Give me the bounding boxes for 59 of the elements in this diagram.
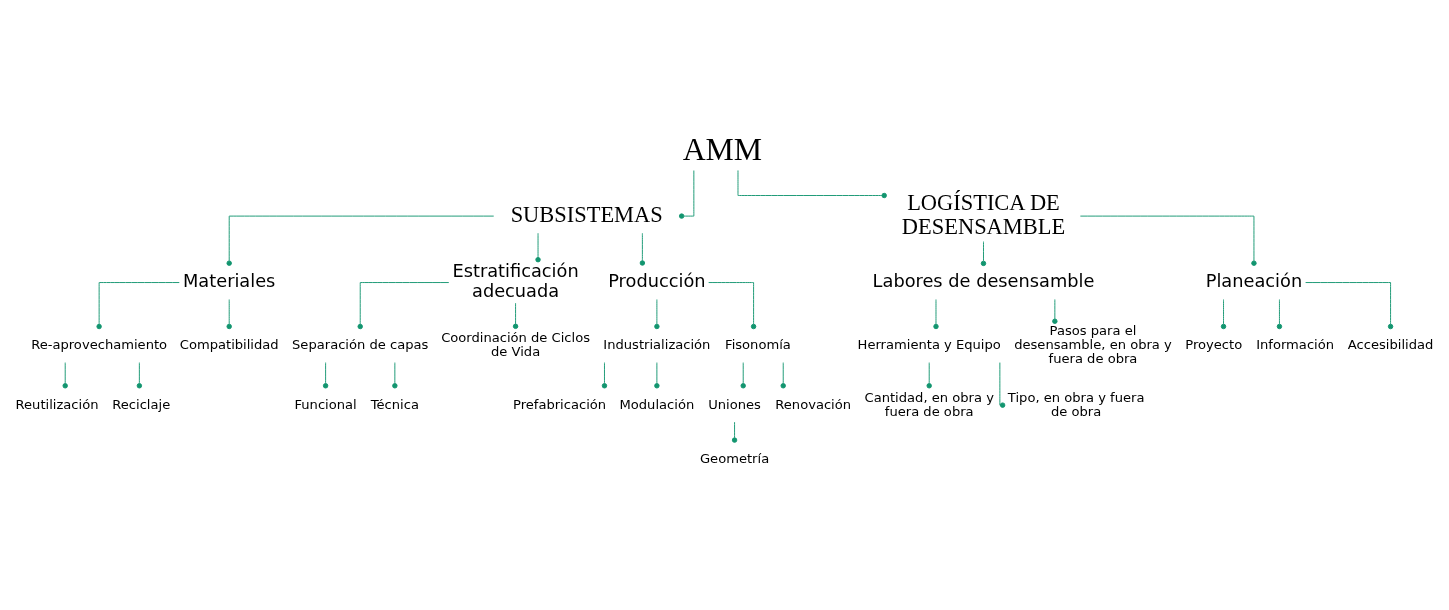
- connector: [654, 299, 660, 330]
- connector: [654, 362, 660, 389]
- connector: [1052, 299, 1058, 324]
- node-text: Coordinación de Ciclos de Vida: [441, 330, 591, 360]
- connector: [136, 362, 143, 389]
- node-text: Estratificación adecuada: [452, 260, 579, 301]
- connector: [980, 241, 987, 267]
- connector: [322, 362, 329, 389]
- connector: [933, 299, 939, 330]
- node-text: SUBSISTEMAS: [510, 201, 663, 227]
- connector: [226, 299, 232, 330]
- node-text: Renovación: [775, 396, 852, 412]
- connector: [601, 362, 608, 389]
- node-text: Reutilización: [15, 396, 99, 412]
- node-text: Compatibilidad: [179, 337, 279, 353]
- node-text: Separación de capas: [292, 337, 429, 353]
- node-text: Proyecto: [1185, 337, 1243, 353]
- connector: [96, 282, 180, 330]
- connector: [1220, 299, 1227, 330]
- node-text: Pasos para el desensamble, en obra y fuera de obra: [1014, 323, 1172, 367]
- connector: [678, 170, 695, 219]
- node-text: Industrialización: [603, 337, 711, 353]
- connector: [357, 282, 450, 330]
- connector: [226, 215, 495, 266]
- connector: [1276, 299, 1283, 330]
- connector: [639, 232, 646, 266]
- connector: [62, 362, 68, 389]
- node-text: Planeación: [1205, 269, 1303, 291]
- node-text: Materiales: [183, 269, 276, 291]
- connector: [926, 362, 932, 389]
- node-text: Técnica: [370, 396, 419, 412]
- node-text: Prefabricación: [512, 396, 607, 412]
- node-text: Fisonomía: [725, 337, 791, 353]
- node-text: Geometría: [699, 450, 770, 466]
- node-text: Labores de desensamble: [872, 269, 1095, 291]
- connector: [999, 362, 1006, 408]
- connector: [780, 362, 786, 389]
- connector: [392, 362, 398, 389]
- node-text: Cantidad, en obra y fuera de obra: [864, 389, 994, 419]
- node-text: Reciclaje: [112, 396, 171, 412]
- connector: [1079, 215, 1257, 266]
- node-text: Accesibilidad: [1347, 337, 1434, 353]
- node-text: Funcional: [294, 396, 357, 412]
- node-text: Modulación: [619, 396, 695, 412]
- node-text: Producción: [608, 269, 706, 291]
- node-text: AMM: [682, 132, 763, 168]
- node-text: Tipo, en obra y fuera de obra: [1007, 389, 1145, 419]
- node-text: LOGÍSTICA DE DESENSAMBLE: [901, 189, 1066, 240]
- connector: [512, 302, 519, 330]
- connector: [731, 421, 738, 443]
- node-text: Uniones: [708, 396, 761, 412]
- node-text: Re-aprovechamiento: [31, 337, 168, 353]
- connector: [737, 170, 887, 199]
- connector: [1305, 282, 1394, 330]
- connector: [740, 362, 746, 389]
- node-text: Información: [1256, 337, 1335, 353]
- node-text: Herramienta y Equipo: [857, 337, 1001, 353]
- connector: [535, 232, 541, 263]
- connector: [708, 282, 757, 330]
